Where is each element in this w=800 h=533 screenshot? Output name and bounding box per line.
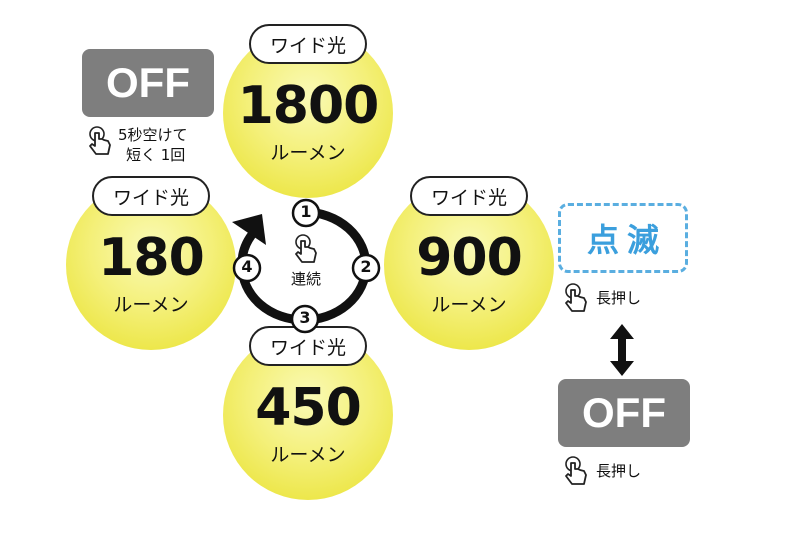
step-number-4: 4 bbox=[241, 257, 253, 276]
hand-tap-icon bbox=[295, 234, 317, 263]
double-arrow-icon bbox=[610, 324, 634, 376]
lumen-value: 450 bbox=[255, 378, 362, 438]
hand-tap-icon bbox=[565, 456, 587, 485]
lumen-unit: ルーメン bbox=[270, 444, 346, 466]
off-button: OFF bbox=[82, 49, 214, 117]
hand-tap-icon bbox=[89, 126, 111, 155]
lumen-value: 1800 bbox=[237, 76, 380, 136]
mode-circle-1800: ワイド光 1800 ルーメン bbox=[223, 24, 393, 198]
mode-circle-450: ワイド光 450 ルーメン bbox=[223, 326, 393, 500]
mode-badge: ワイド光 bbox=[92, 176, 210, 216]
hand-tap-icon bbox=[565, 283, 587, 312]
step-marker-1 bbox=[291, 198, 321, 228]
lumen-unit: ルーメン bbox=[431, 294, 507, 316]
lumen-unit: ルーメン bbox=[113, 294, 189, 316]
off-note-line1: 5秒空けて bbox=[118, 126, 188, 144]
step-marker-3 bbox=[290, 304, 320, 334]
mode-circle-180: ワイド光 180 ルーメン bbox=[66, 176, 236, 350]
off-note: 長押し bbox=[596, 462, 642, 480]
step-marker-4 bbox=[232, 253, 262, 283]
step-marker-2 bbox=[351, 253, 381, 283]
mode-circle-900: ワイド光 900 ルーメン bbox=[384, 176, 554, 350]
lumen-unit: ルーメン bbox=[270, 142, 346, 164]
blink-note: 長押し bbox=[596, 289, 642, 307]
off-button: OFF bbox=[558, 379, 690, 447]
lumen-value: 180 bbox=[98, 228, 205, 288]
mode-badge: ワイド光 bbox=[410, 176, 528, 216]
step-number-1: 1 bbox=[300, 202, 312, 221]
continuous-label: 連続 bbox=[290, 270, 321, 288]
lumen-value: 900 bbox=[416, 228, 523, 288]
step-number-2: 2 bbox=[360, 257, 372, 276]
step-number-3: 3 bbox=[299, 308, 311, 327]
off-note-line2: 短く 1回 bbox=[126, 146, 186, 164]
blink-box: 点滅 bbox=[558, 203, 688, 273]
mode-badge: ワイド光 bbox=[249, 24, 367, 64]
